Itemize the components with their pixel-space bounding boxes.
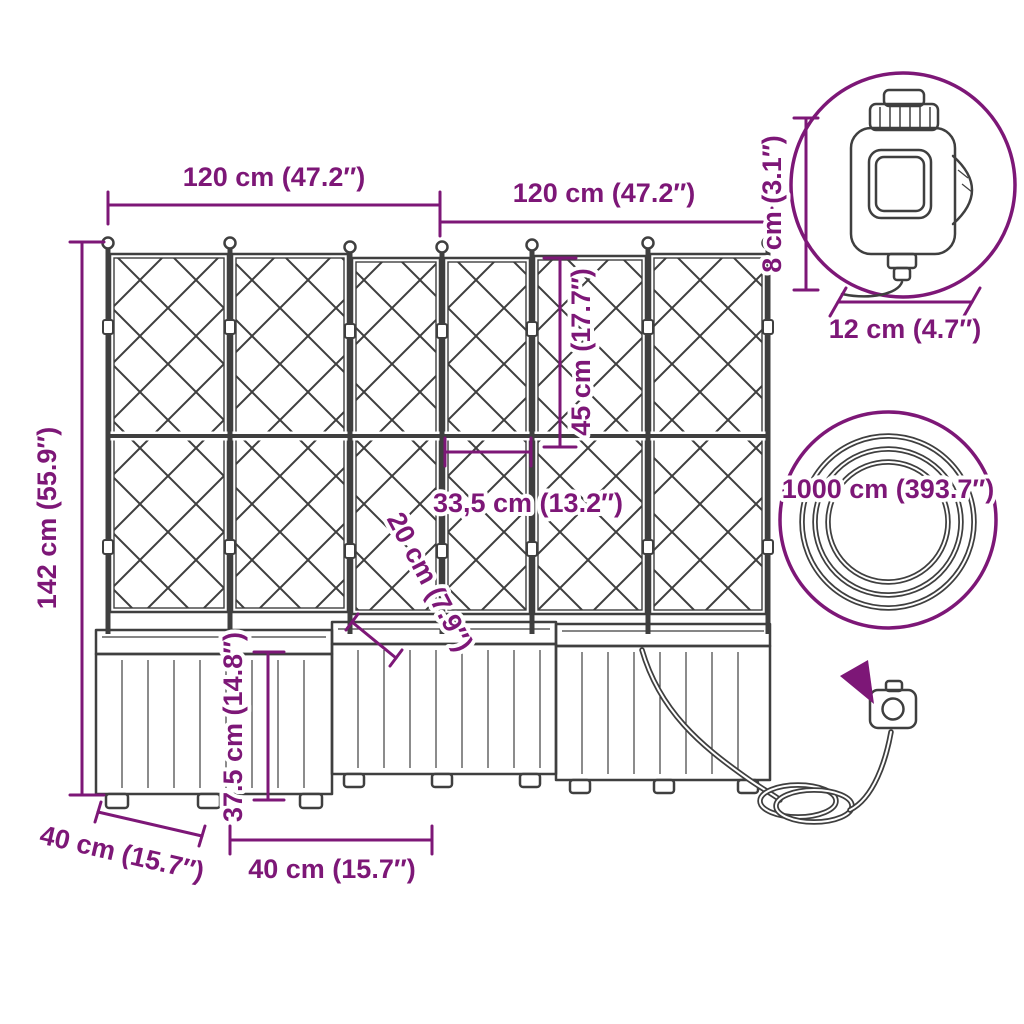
dimension-total-height: 142 cm (55.9″) — [28, 240, 106, 797]
planter-feet — [104, 792, 324, 810]
trellis-posts — [105, 248, 771, 634]
planter-feet — [342, 772, 542, 789]
planter-slats — [357, 650, 541, 768]
post-clamps — [102, 319, 774, 559]
dim-total-height-label: 142 cm (55.9″) — [32, 427, 62, 610]
dim-inner-width-label: 33,5 cm (13.2″) — [433, 488, 623, 518]
dim-timer-width-label: 12 cm (4.7″) — [829, 314, 982, 344]
planter-box-right — [554, 622, 772, 795]
hose-coil — [799, 433, 977, 611]
dim-front-depth-label: 40 cm (15.7″) — [248, 854, 416, 884]
dim-top-left-width-label: 120 cm (47.2″) — [183, 162, 366, 192]
water-timer-detail: 8 cm (3.1″) 12 cm (4.7″) — [753, 71, 1017, 348]
planter-slats — [121, 660, 305, 788]
planter-box-middle — [330, 620, 558, 789]
post-finials — [101, 236, 775, 254]
dim-planter-height-label: 37.5 cm (14.8″) — [218, 632, 248, 822]
dial-ridges — [879, 107, 931, 127]
dim-top-right-width-label: 120 cm (47.2″) — [513, 178, 696, 208]
trellis-panels — [101, 236, 775, 634]
timer-detail-circle — [789, 71, 1017, 299]
dimension-top-left-width: 120 cm (47.2″) — [106, 158, 442, 238]
water-timer-small — [868, 679, 918, 730]
planter-slats — [581, 652, 739, 774]
dimension-top-right-width: 120 cm (47.2″) — [438, 174, 774, 252]
dimension-timer-height: 8 cm (3.1″) — [753, 116, 820, 292]
dim-hose-length-label: 1000 cm (393.7″) — [782, 474, 995, 504]
planter-boxes — [94, 620, 772, 810]
dim-trellis-drop-label: 45 cm (17.7″) — [566, 268, 596, 436]
dimension-left-depth: 40 cm (15.7″) — [33, 800, 211, 891]
irrigation-hose — [639, 647, 894, 825]
dimension-trellis-drop: 45 cm (17.7″) — [542, 256, 600, 449]
arrow-pointer-to-timer-icon — [840, 660, 874, 704]
hose-detail: 1000 cm (393.7″) — [778, 410, 998, 630]
timer-grip — [951, 154, 974, 226]
dimension-timer-width: 12 cm (4.7″) — [825, 286, 985, 348]
dimension-planter-height: 37.5 cm (14.8″) — [214, 628, 286, 826]
dimension-inner-width: 33,5 cm (13.2″) — [429, 436, 627, 522]
planter-box-left — [94, 628, 334, 810]
water-timer-device — [840, 88, 974, 298]
dim-timer-height-label: 8 cm (3.1″) — [757, 135, 787, 273]
dimension-front-depth: 40 cm (15.7″) — [228, 824, 434, 888]
hose-coil-detail-circle — [778, 410, 998, 630]
planter-feet — [568, 778, 760, 795]
